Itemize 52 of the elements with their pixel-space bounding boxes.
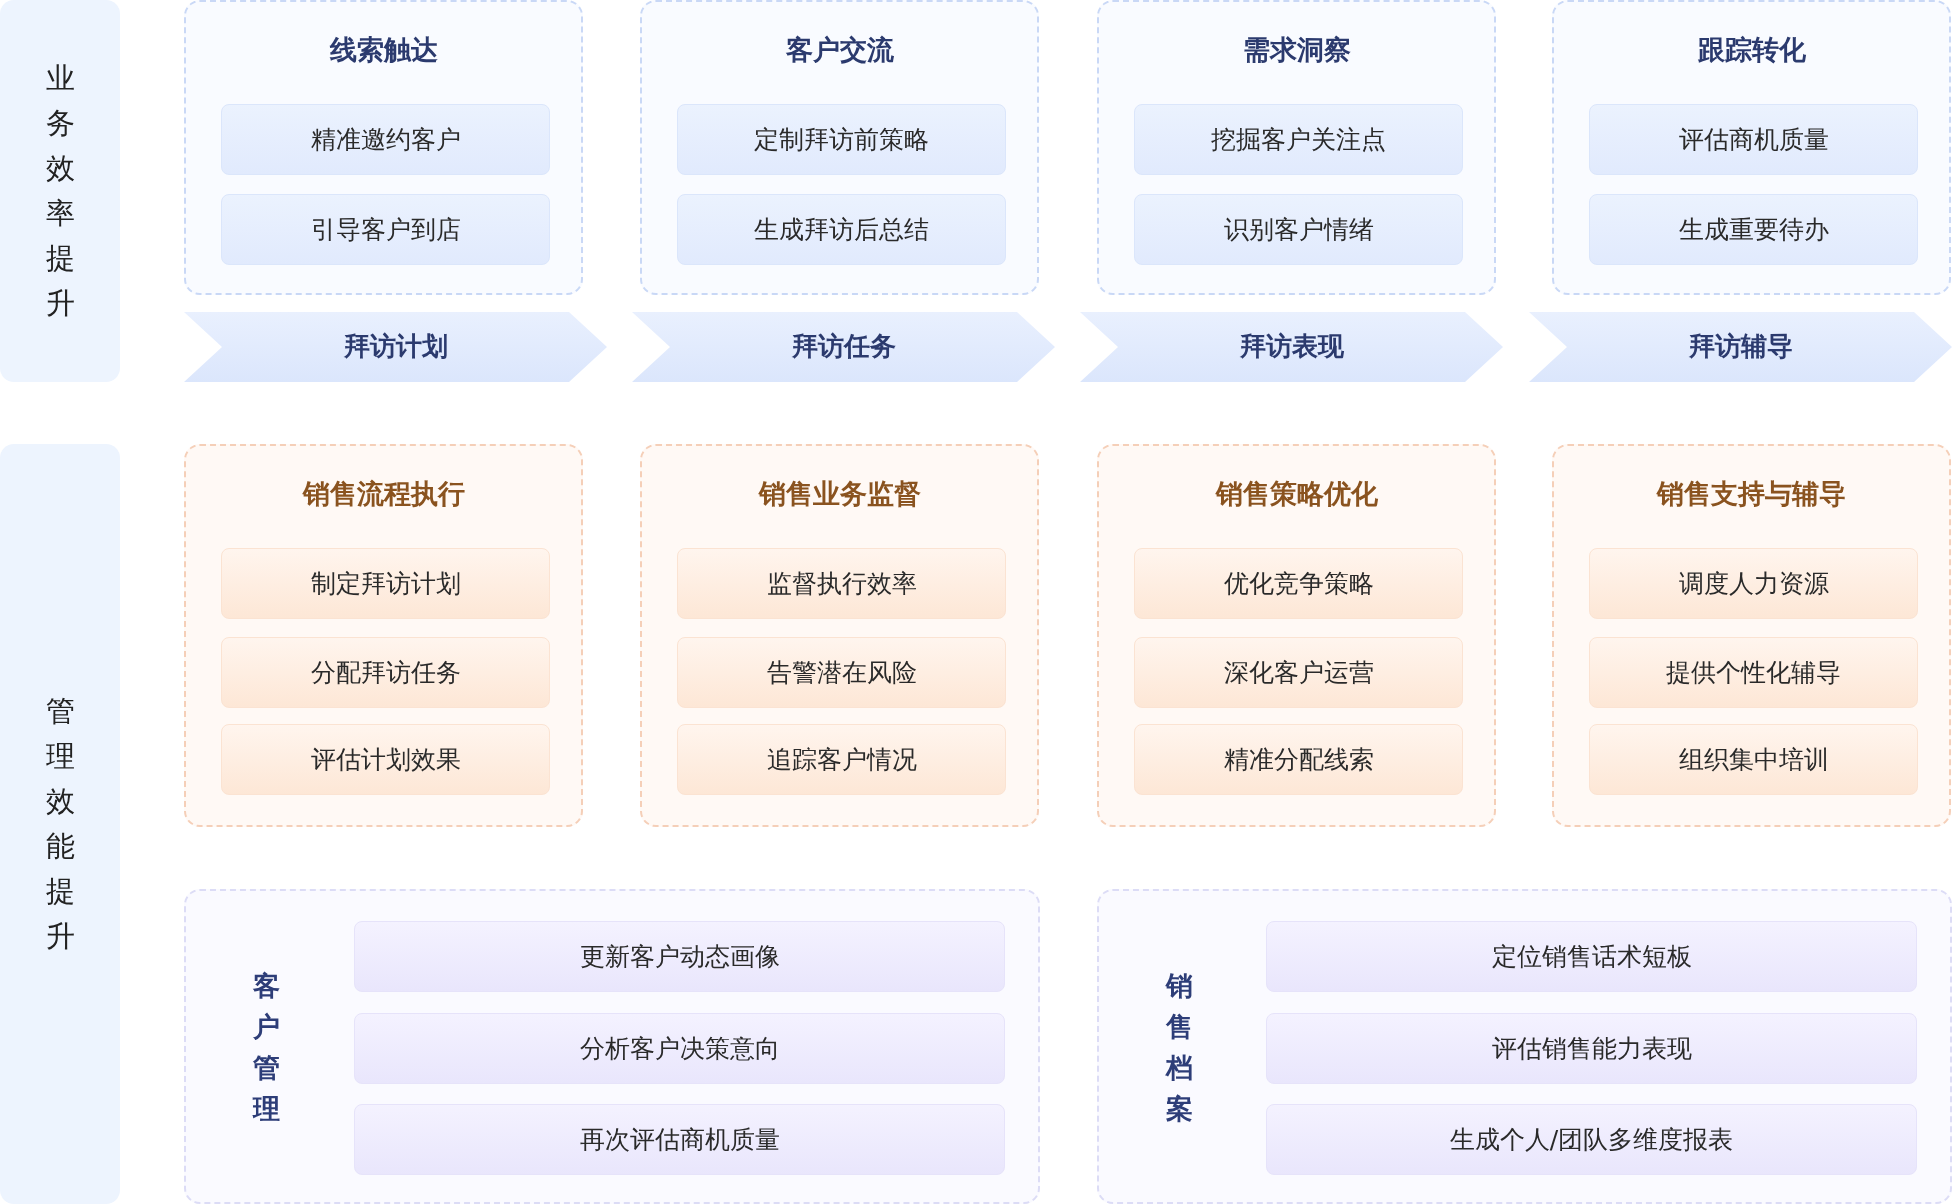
group-panel [184, 444, 583, 827]
group-panel [640, 0, 1039, 295]
stage-title: 拜访表现 [1239, 331, 1344, 363]
stage-title: 拜访任务 [791, 331, 896, 363]
feature-item: 更新客户动态画像 [354, 921, 1005, 992]
feature-item: 追踪客户情况 [677, 724, 1006, 795]
feature-item: 组织集中培训 [1589, 724, 1918, 795]
group-title: 客户管理 [252, 968, 280, 1126]
feature-item: 再次评估商机质量 [354, 1104, 1005, 1175]
stage-title: 拜访计划 [343, 331, 448, 363]
group-title: 销售业务监督 [758, 477, 921, 511]
feature-item: 生成拜访后总结 [677, 194, 1006, 265]
feature-item: 分析客户决策意向 [354, 1013, 1005, 1084]
group-title: 销售流程执行 [302, 477, 465, 511]
feature-item: 引导客户到店 [221, 194, 550, 265]
feature-item: 调度人力资源 [1589, 548, 1918, 619]
group-title: 需求洞察 [1242, 33, 1351, 67]
category-title: 业务效率提升 [45, 60, 75, 322]
group-panel [640, 444, 1039, 827]
group-panel [1097, 0, 1496, 295]
feature-item: 生成重要待办 [1589, 194, 1918, 265]
group-title: 销售支持与辅导 [1657, 477, 1846, 511]
feature-item: 提供个性化辅导 [1589, 637, 1918, 708]
group-panel [1097, 444, 1496, 827]
group-title: 销售策略优化 [1215, 477, 1378, 511]
feature-item: 制定拜访计划 [221, 548, 550, 619]
feature-item: 识别客户情绪 [1134, 194, 1463, 265]
group-title: 销售档案 [1165, 968, 1193, 1126]
group-panel [1552, 444, 1951, 827]
feature-item: 精准邀约客户 [221, 104, 550, 175]
feature-item: 监督执行效率 [677, 548, 1006, 619]
feature-item: 挖掘客户关注点 [1134, 104, 1463, 175]
feature-item: 定制拜访前策略 [677, 104, 1006, 175]
stage-title: 拜访辅导 [1688, 331, 1793, 363]
group-panel [184, 889, 1040, 1204]
feature-item: 评估计划效果 [221, 724, 550, 795]
group-title: 跟踪转化 [1697, 33, 1806, 67]
group-panel [1552, 0, 1951, 295]
feature-item: 深化客户运营 [1134, 637, 1463, 708]
group-panel [1097, 889, 1952, 1204]
feature-item: 优化竞争策略 [1134, 548, 1463, 619]
feature-item: 分配拜访任务 [221, 637, 550, 708]
feature-item: 生成个人/团队多维度报表 [1266, 1104, 1917, 1175]
group-title: 线索触达 [329, 33, 438, 67]
feature-item: 评估销售能力表现 [1266, 1013, 1917, 1084]
feature-item: 定位销售话术短板 [1266, 921, 1917, 992]
feature-item: 评估商机质量 [1589, 104, 1918, 175]
feature-item: 告警潜在风险 [677, 637, 1006, 708]
group-title: 客户交流 [785, 33, 894, 67]
feature-item: 精准分配线索 [1134, 724, 1463, 795]
category-title: 管理效能提升 [45, 693, 75, 955]
group-panel [184, 0, 583, 295]
